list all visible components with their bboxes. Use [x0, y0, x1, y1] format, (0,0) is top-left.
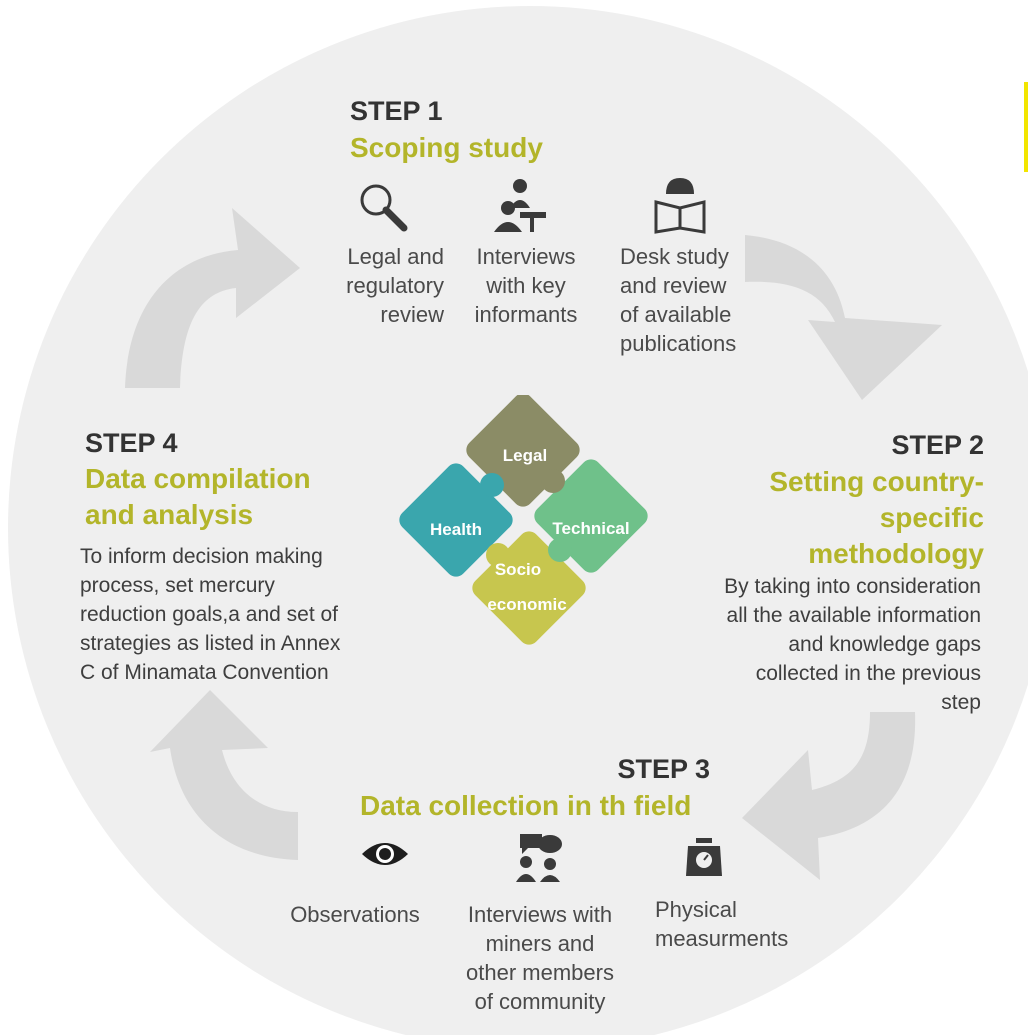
title-line: and analysis — [85, 499, 254, 530]
step1-number: STEP 1 — [350, 96, 443, 126]
puzzle-label-legal: Legal — [503, 446, 547, 465]
step3-title: Data collection in th field — [360, 790, 692, 821]
description-line: collected in the previous — [755, 662, 981, 685]
conversation-icon — [516, 834, 562, 882]
step3-item-observations-label: Observations — [270, 900, 440, 929]
cycle-arrow-top-right — [745, 235, 942, 400]
puzzle-knob — [541, 469, 565, 493]
cycle-arrow-bottom-left — [150, 690, 298, 860]
scale-icon — [686, 838, 722, 876]
label-line: miners and — [485, 931, 595, 956]
step1-item-desk-label: Desk study and review of available publi… — [620, 242, 780, 358]
title-line: Setting country- — [769, 466, 984, 497]
label-line: review — [380, 302, 444, 327]
step2-title: Setting country- specific methodology — [640, 464, 984, 572]
label-line: and review — [620, 273, 727, 298]
title-line: methodology — [808, 538, 984, 569]
puzzle-knob — [548, 538, 572, 562]
description-line: step — [941, 691, 981, 714]
puzzle-label-economic: economic — [487, 595, 566, 614]
label-line: of available — [620, 302, 732, 327]
description-line: By taking into consideration — [724, 575, 981, 598]
accent-bar — [1024, 82, 1028, 172]
puzzle-label-health: Health — [430, 520, 482, 539]
description-line: all the available information — [726, 604, 981, 627]
step3-item-interviews-label: Interviews with miners and other members… — [450, 900, 630, 1016]
step1-item-interviews-label: Interviews with key informants — [458, 242, 594, 329]
description-line: To inform decision making — [80, 545, 323, 568]
label-line: informants — [474, 302, 578, 327]
label-line: publications — [620, 331, 737, 356]
step3-number: STEP 3 — [617, 754, 710, 784]
puzzle-label-technical: Technical — [552, 519, 629, 538]
puzzle-label-socio: Socio — [495, 560, 541, 579]
label-line: Observations — [290, 902, 420, 927]
description-line: strategies as listed in Annex — [80, 632, 341, 655]
step1-item-legal-label: Legal and regulatory review — [300, 242, 444, 329]
interview-icon — [494, 179, 546, 232]
step3-item-physical-label: Physical measurments — [655, 895, 825, 953]
step4-title: Data compilation and analysis — [85, 461, 385, 533]
label-line: with key — [486, 273, 566, 298]
label-line: Interviews — [476, 244, 576, 269]
step2-number: STEP 2 — [891, 430, 984, 460]
label-line: other members — [466, 960, 614, 985]
reading-person-icon — [654, 178, 706, 234]
description-line: C of Minamata Convention — [80, 661, 329, 684]
cycle-arrow-top-left — [125, 208, 300, 388]
step1-title: Scoping study — [350, 132, 543, 163]
puzzle-knob — [486, 543, 510, 567]
cycle-arrow-bottom-right — [742, 712, 916, 880]
label-line: regulatory — [346, 273, 444, 298]
description-line: reduction goals,a and set of — [80, 603, 339, 626]
title-line: Data compilation — [85, 463, 311, 494]
label-line: of community — [474, 989, 606, 1014]
label-line: Physical — [655, 897, 737, 922]
step2-description: By taking into consideration all the ava… — [640, 572, 981, 717]
label-line: Legal and — [347, 244, 444, 269]
step4-description: To inform decision making process, set m… — [80, 542, 400, 687]
puzzle-diagram: Legal Technical Health Socio economic — [399, 395, 648, 645]
label-line: Interviews with — [467, 902, 613, 927]
step4-number: STEP 4 — [85, 428, 178, 458]
title-line: specific — [879, 502, 984, 533]
description-line: process, set mercury — [80, 574, 275, 597]
puzzle-knob — [480, 473, 504, 497]
magnifier-icon — [360, 184, 408, 232]
eye-icon — [362, 843, 408, 865]
label-line: Desk study — [620, 244, 729, 269]
description-line: and knowledge gaps — [788, 633, 981, 656]
label-line: measurments — [655, 926, 789, 951]
